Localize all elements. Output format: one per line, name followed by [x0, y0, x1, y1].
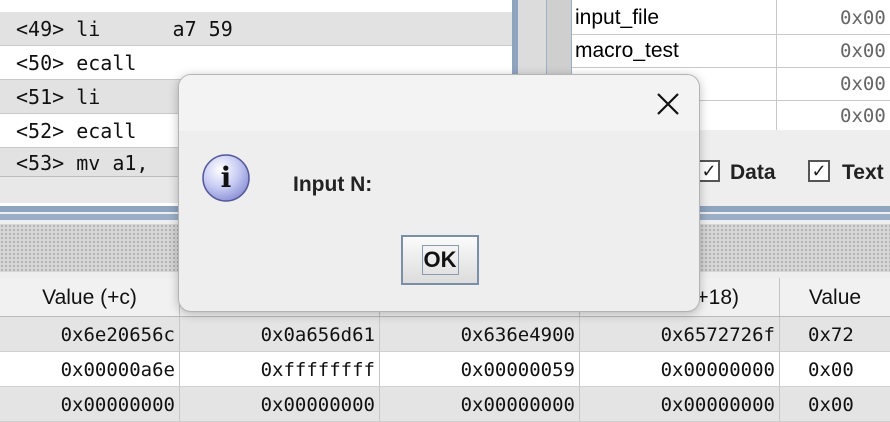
table-cell[interactable]: 0x6e20656c: [0, 317, 180, 351]
table-cell[interactable]: 0x00000000: [580, 352, 780, 386]
input-dialog: i Input N: OK: [178, 74, 700, 312]
data-checkbox[interactable]: ✓: [698, 160, 720, 182]
label-name: input_file: [575, 6, 660, 29]
table-cell[interactable]: 0x6572726f: [580, 317, 780, 351]
ok-button[interactable]: OK: [401, 235, 479, 285]
table-row[interactable]: 0x00000a6e 0xffffffff 0x00000059 0x00000…: [0, 352, 890, 387]
table-cell[interactable]: 0x00: [808, 394, 854, 416]
label-address: 0x00: [840, 105, 886, 127]
table-cell[interactable]: 0x00: [808, 359, 854, 381]
label-address: 0x00: [840, 73, 886, 95]
ok-button-label: OK: [421, 245, 459, 275]
source-line[interactable]: <52> ecall: [0, 114, 514, 148]
label-address: 0x00: [840, 7, 886, 29]
table-cell[interactable]: 0x00000000: [180, 387, 380, 421]
info-glyph: i: [221, 161, 232, 194]
table-cell[interactable]: 0x00000000: [0, 387, 180, 421]
label-row[interactable]: macro_test 0x00: [572, 35, 890, 68]
table-cell[interactable]: 0xffffffff: [180, 352, 380, 386]
table-cell[interactable]: 0x72: [808, 324, 854, 346]
table-cell[interactable]: 0x00000000: [580, 387, 780, 421]
table-cell[interactable]: 0x00000a6e: [0, 352, 180, 386]
dialog-titlebar[interactable]: [179, 75, 699, 131]
table-row[interactable]: 0x6e20656c 0x0a656d61 0x636e4900 0x65727…: [0, 317, 890, 352]
source-line[interactable]: <50> ecall: [0, 46, 514, 80]
table-cell[interactable]: 0x00000059: [380, 352, 580, 386]
text-checkbox-label: Text: [842, 161, 884, 184]
dialog-message: Input N:: [293, 173, 373, 196]
label-row[interactable]: 0x00: [572, 68, 890, 101]
table-cell[interactable]: 0x0a656d61: [180, 317, 380, 351]
table-cell[interactable]: 0x00000000: [380, 387, 580, 421]
column-header[interactable]: +18): [580, 278, 780, 316]
table-row[interactable]: 0x00000000 0x00000000 0x00000000 0x00000…: [0, 387, 890, 422]
column-divider: [776, 0, 777, 130]
info-icon: i: [201, 153, 251, 203]
text-checkbox[interactable]: ✓: [808, 160, 830, 182]
close-icon: [657, 93, 679, 115]
label-address: 0x00: [840, 40, 886, 62]
label-row[interactable]: input_file 0x00: [572, 2, 890, 35]
label-row[interactable]: 0x00: [572, 100, 890, 132]
close-button[interactable]: [653, 89, 683, 119]
column-header[interactable]: Value (+c): [0, 278, 180, 316]
table-cell[interactable]: 0x636e4900: [380, 317, 580, 351]
label-name: macro_test: [575, 39, 679, 62]
data-checkbox-label: Data: [730, 161, 776, 184]
source-line[interactable]: <49> li a7 59: [0, 12, 514, 46]
column-header[interactable]: Value: [808, 286, 862, 309]
